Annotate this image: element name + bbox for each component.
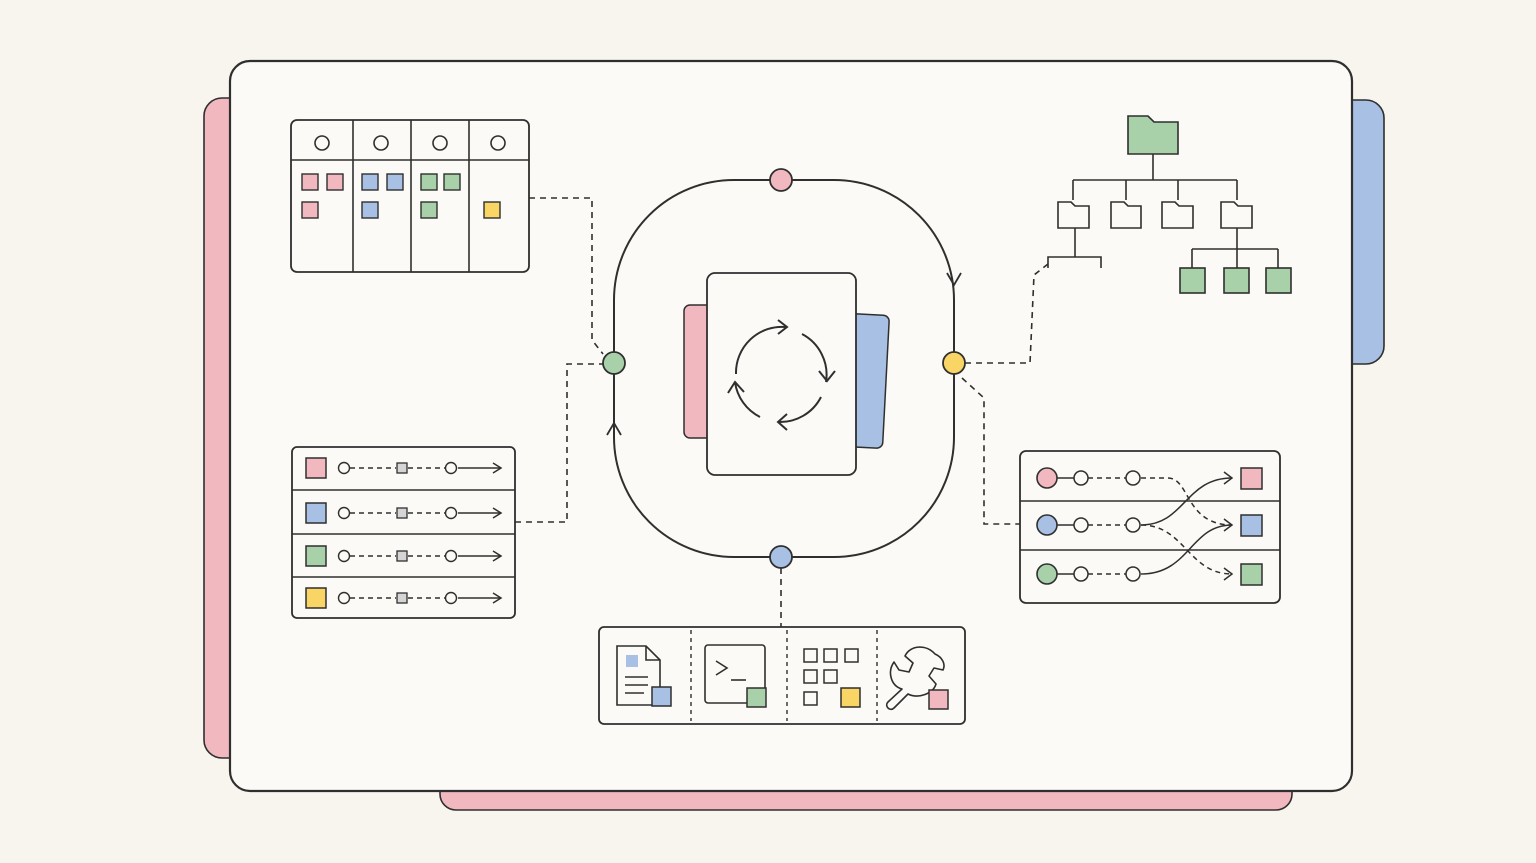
pipeline-arrow-head <box>492 462 503 474</box>
pipeline-arrow-head <box>492 507 503 519</box>
branch-step-dot <box>1073 470 1089 486</box>
pipeline-step-square <box>396 550 408 562</box>
toolbar-frame <box>598 626 966 725</box>
branch-start-node <box>1036 467 1058 489</box>
pipeline-step-dot <box>444 549 458 563</box>
tree-leaf <box>1179 267 1206 294</box>
branch-step-dot <box>1073 566 1089 582</box>
branch-start-node <box>1036 563 1058 585</box>
root-folder-icon <box>1127 115 1179 155</box>
kanban-card <box>443 173 461 191</box>
loop-node-bottom <box>769 545 793 569</box>
branch-rows <box>1036 467 1263 586</box>
kanban-column-header-circle <box>432 135 448 151</box>
pipeline-row-swatch <box>305 587 327 609</box>
connector-pipeline-to-loop <box>515 363 603 523</box>
branch-curves <box>1140 477 1233 575</box>
kanban-card <box>301 173 319 191</box>
pipeline-row <box>305 545 503 567</box>
folder-tree-icon <box>1047 115 1292 294</box>
folder-icon <box>1161 201 1194 229</box>
kanban-card <box>420 201 438 219</box>
branch-arrowheads <box>1223 471 1234 581</box>
center-card <box>706 272 857 476</box>
kanban-card <box>361 173 379 191</box>
kanban-board-icon <box>290 119 530 273</box>
folder-icon <box>1220 201 1253 229</box>
center-loop <box>602 168 966 569</box>
branch-start-node <box>1036 514 1058 536</box>
tree-stub <box>1047 256 1102 268</box>
pipeline-list-icon <box>291 446 516 619</box>
kanban-card <box>326 173 344 191</box>
pipeline-step-square <box>396 462 408 474</box>
kanban-frame <box>290 119 530 273</box>
branch-end-square <box>1240 514 1263 537</box>
kanban-column-header-circle <box>490 135 506 151</box>
connector-loop-to-branch <box>961 377 1020 525</box>
branch-step-dot <box>1125 470 1141 486</box>
kanban-card <box>361 201 379 219</box>
terminal-badge <box>746 687 767 708</box>
pipeline-row <box>305 457 503 479</box>
terminal-icon[interactable] <box>704 644 767 708</box>
tree-leaf <box>1223 267 1250 294</box>
dashed-connectors <box>515 197 1049 627</box>
pipeline-step-dot <box>444 461 458 475</box>
pipeline-step-dot <box>337 549 351 563</box>
loop-node-top <box>769 168 793 192</box>
pipeline-step-square <box>396 592 408 604</box>
connector-kanban-to-loop <box>529 197 604 355</box>
branch-step-dot <box>1125 566 1141 582</box>
branch-step-dot <box>1073 517 1089 533</box>
wrench-badge <box>928 689 949 710</box>
pipeline-row-swatch <box>305 457 327 479</box>
pipeline-arrow-head <box>492 550 503 562</box>
document-icon[interactable] <box>616 645 672 707</box>
loop-arrow-up <box>606 421 622 436</box>
kanban-card <box>301 201 319 219</box>
refresh-cycle-icon <box>727 319 836 431</box>
pipeline-row <box>305 587 503 609</box>
kanban-card <box>420 173 438 191</box>
kanban-column-header-circle <box>373 135 389 151</box>
toolbar <box>598 626 966 725</box>
branch-row <box>1036 467 1263 490</box>
kanban-card <box>386 173 404 191</box>
pipeline-step-dot <box>337 591 351 605</box>
pipeline-row-swatch <box>305 502 327 524</box>
kanban-card <box>483 201 501 219</box>
kanban-column-header-circle <box>314 135 330 151</box>
grid-badge <box>840 687 861 708</box>
pipeline-step-dot <box>337 506 351 520</box>
pipeline-row <box>305 502 503 524</box>
tree-leaf <box>1265 267 1292 294</box>
pipeline-arrow-head <box>492 592 503 604</box>
pipeline-step-dot <box>337 461 351 475</box>
pipeline-rows <box>305 457 503 609</box>
document-badge <box>651 686 672 707</box>
branch-end-square <box>1240 467 1263 490</box>
branch-row <box>1036 514 1263 537</box>
folder-icon <box>1057 201 1090 229</box>
folder-icon <box>1110 201 1142 229</box>
pipeline-step-square <box>396 507 408 519</box>
branch-frame <box>1019 450 1281 604</box>
wrench-icon[interactable] <box>885 646 949 711</box>
pipeline-step-dot <box>444 591 458 605</box>
loop-node-left <box>602 351 626 375</box>
branch-end-square <box>1240 563 1263 586</box>
pipeline-row-swatch <box>305 545 327 567</box>
pipeline-step-dot <box>444 506 458 520</box>
branch-row <box>1036 563 1263 586</box>
loop-arrow-down <box>946 272 962 287</box>
branch-merge-icon <box>1019 450 1281 604</box>
loop-node-right <box>942 351 966 375</box>
grid-apps-icon[interactable] <box>803 648 861 708</box>
branch-step-dot <box>1125 517 1141 533</box>
